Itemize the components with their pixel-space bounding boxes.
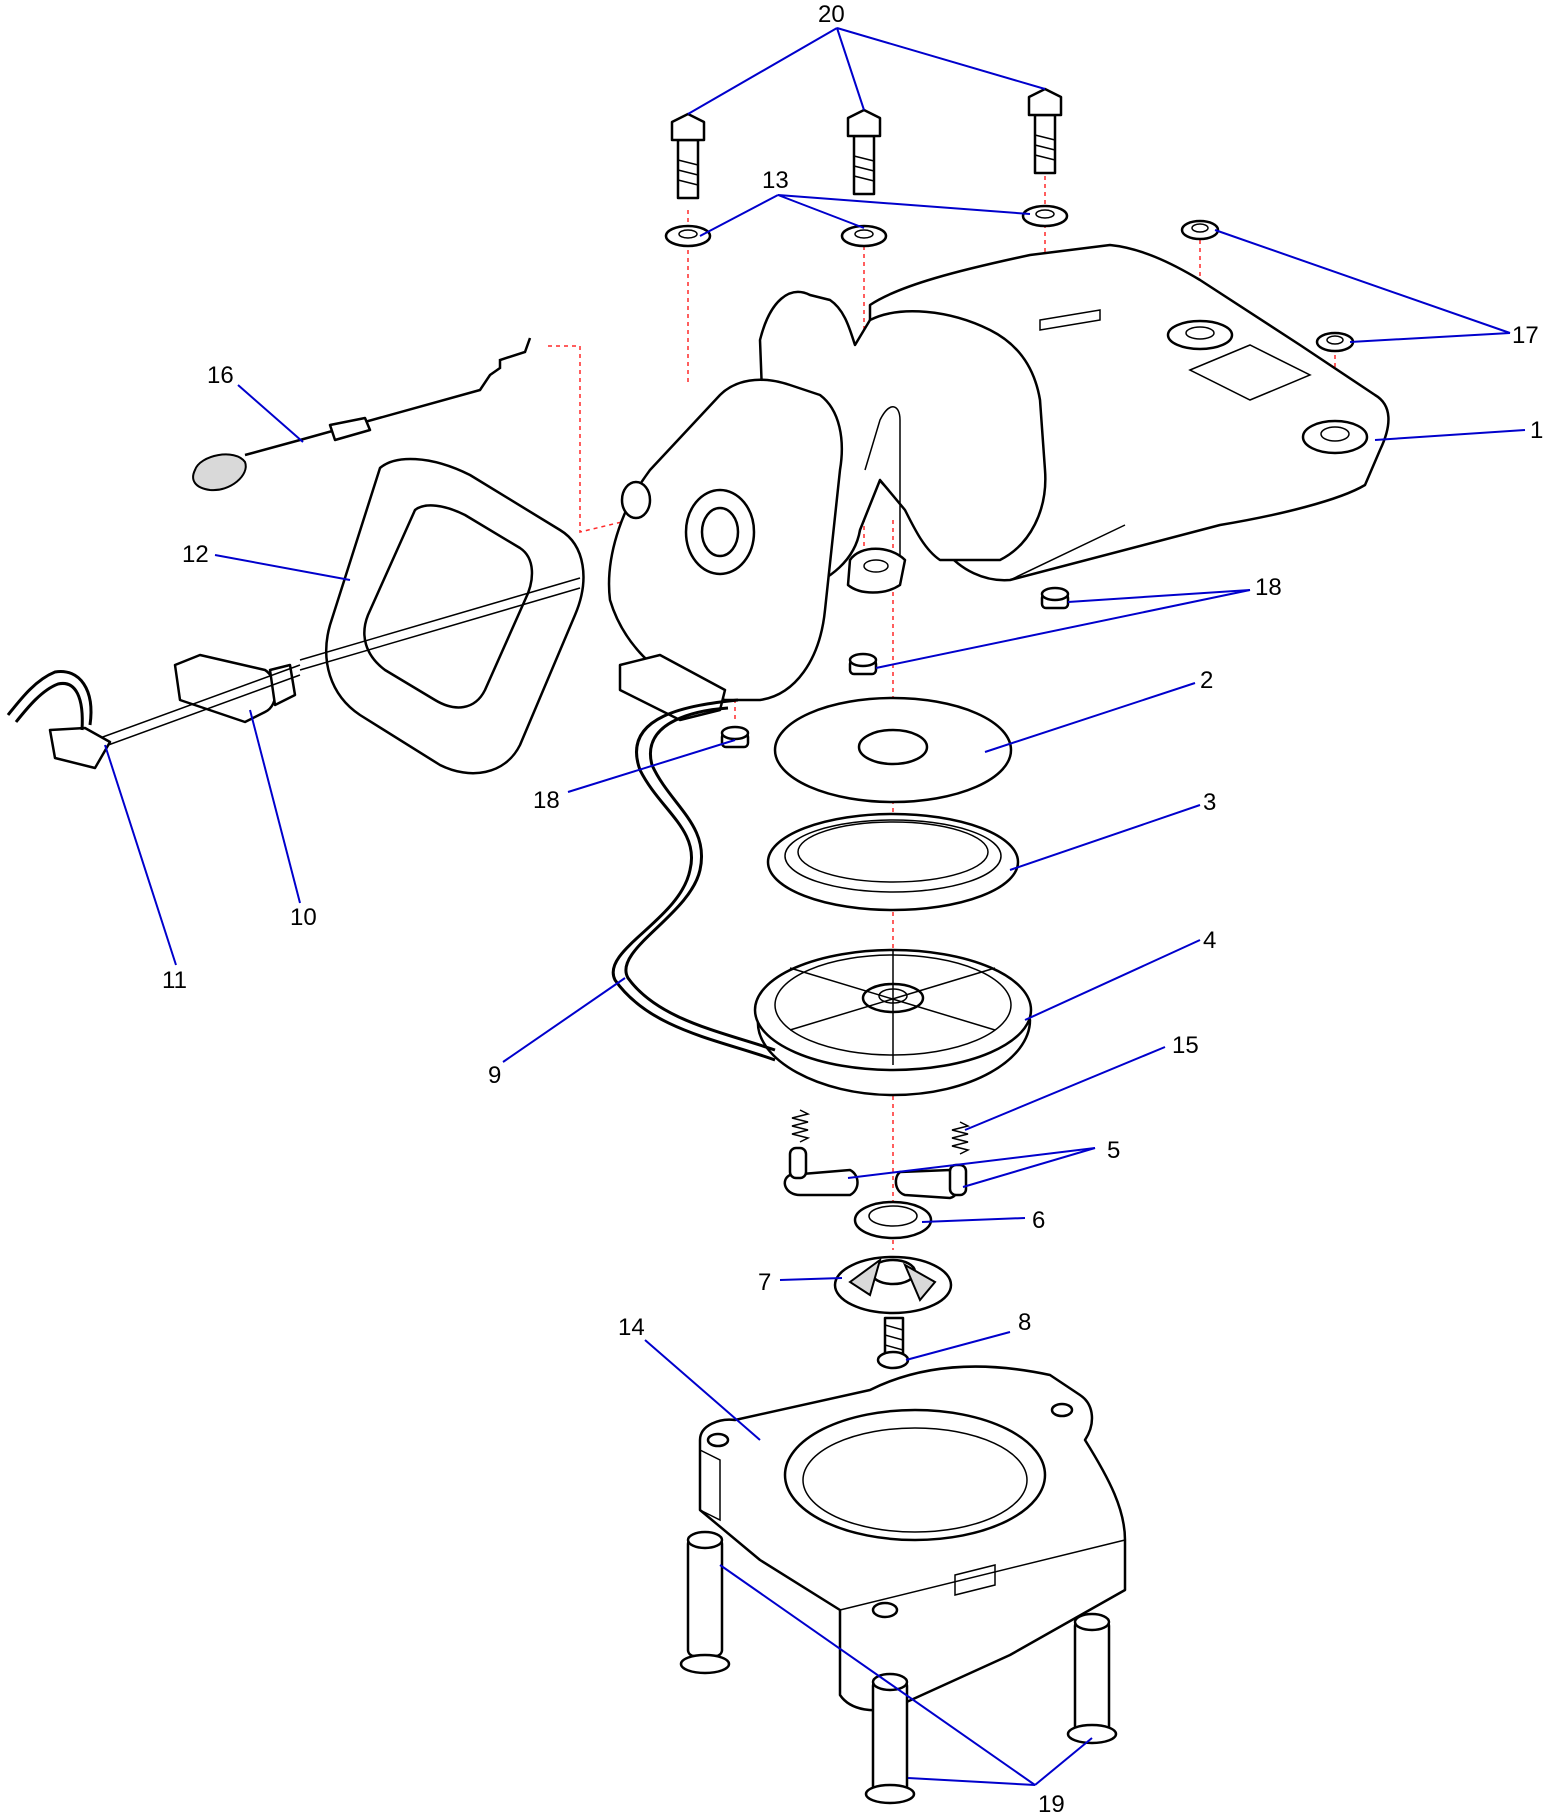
part-4-rope-pulley: [753, 948, 1033, 1097]
callout-9: 9: [488, 1062, 501, 1089]
callout-6: 6: [1032, 1207, 1045, 1234]
part-1-housing-cover: [607, 243, 1390, 722]
callout-11: 11: [162, 967, 187, 994]
callout-10: 10: [290, 904, 317, 931]
part-2-disc-washer: [773, 696, 1013, 804]
leader-lines: [104, 27, 1526, 1786]
part-6-friction-ring: [853, 1200, 933, 1240]
part-8-center-screw: [876, 1316, 910, 1370]
callout-7: 7: [758, 1269, 771, 1296]
callout-16: 16: [207, 362, 234, 389]
part-12-handle: [299, 457, 585, 775]
callout-4: 4: [1203, 927, 1216, 954]
callout-19: 19: [1038, 1791, 1065, 1818]
callout-8: 8: [1018, 1309, 1031, 1336]
callout-labels: 20 13 17 1 16 12 18 2 18 3 10 4 11 15 9 …: [162, 1, 1543, 1818]
callout-1: 1: [1530, 417, 1543, 444]
callout-13: 13: [762, 167, 789, 194]
callout-12: 12: [182, 541, 209, 568]
part-16-throttle-rod: [192, 337, 532, 492]
part-10-cable-clip: [173, 653, 297, 724]
callout-20: 20: [818, 1, 845, 28]
part-15-pawl-springs: [791, 1109, 971, 1155]
callout-15: 15: [1172, 1032, 1199, 1059]
part-14-fan-housing: [698, 1365, 1127, 1712]
part-19-bushings: [679, 1530, 1118, 1805]
callout-18-lower: 18: [533, 787, 560, 814]
part-7-ratchet: [833, 1255, 953, 1315]
part-20-bolts: [670, 87, 1063, 200]
callout-3: 3: [1203, 789, 1216, 816]
part-9-starter-rope: [611, 698, 776, 1062]
callout-2: 2: [1200, 667, 1213, 694]
part-3-spring-ring: [766, 812, 1020, 912]
callout-18-upper: 18: [1255, 574, 1282, 601]
callout-17: 17: [1512, 322, 1539, 349]
part-11-cable-end: [6, 664, 301, 770]
part-18-nuts: [720, 586, 1070, 749]
callout-14: 14: [618, 1314, 645, 1341]
callout-5: 5: [1107, 1137, 1120, 1164]
part-13-washers: [664, 204, 1069, 248]
part-5-pawls: [783, 1146, 968, 1200]
